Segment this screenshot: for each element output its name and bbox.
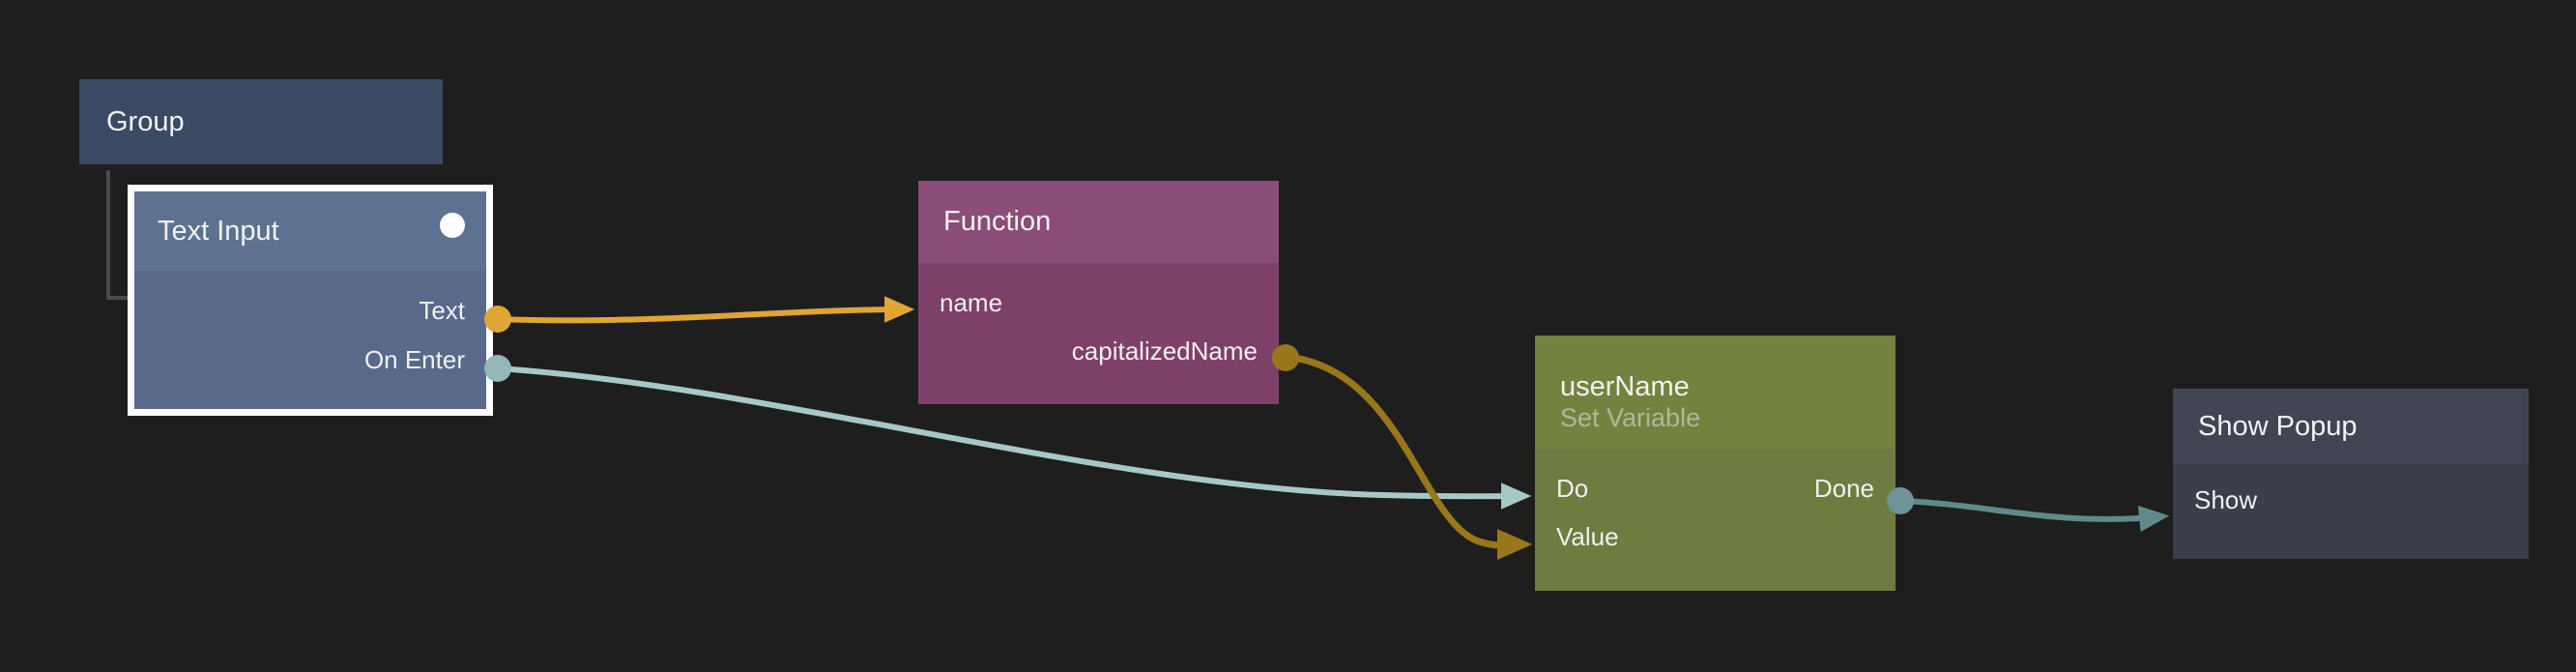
node-text-input-title: Text Input: [158, 215, 279, 247]
node-function-header[interactable]: Function: [918, 181, 1279, 263]
output-port-text-label[interactable]: Text: [419, 296, 465, 325]
node-show-popup-title: Show Popup: [2198, 410, 2358, 442]
node-set-variable-subtitle: Set Variable: [1560, 402, 1701, 432]
node-function-body: name capitalizedName: [918, 263, 1279, 404]
output-port-capitalizedname-label[interactable]: capitalizedName: [1071, 336, 1258, 365]
node-enabled-indicator-dot[interactable]: [440, 213, 465, 238]
wire-capitalizedname-to-value: [1285, 353, 1533, 561]
input-port-value-label[interactable]: Value: [1556, 522, 1619, 551]
node-show-popup-header[interactable]: Show Popup: [2173, 389, 2529, 464]
group-tree-line-horizontal: [106, 296, 137, 300]
wire-done-to-show: [1901, 498, 2170, 533]
node-group-header[interactable]: Group: [79, 79, 443, 164]
node-set-variable-title: userName: [1560, 371, 1690, 403]
node-set-variable-header[interactable]: userName Set Variable: [1535, 336, 1896, 449]
output-port-on-enter-label[interactable]: On Enter: [363, 345, 465, 374]
node-group-title: Group: [106, 105, 185, 137]
node-show-popup[interactable]: Show Popup Show: [2173, 389, 2529, 559]
input-port-show-label[interactable]: Show: [2194, 485, 2258, 514]
node-group[interactable]: Group: [79, 79, 443, 164]
node-show-popup-body: Show: [2173, 464, 2529, 559]
output-port-done-label[interactable]: Done: [1813, 474, 1874, 503]
node-set-variable-body: Do Value Done: [1535, 449, 1896, 591]
node-text-input[interactable]: Text Input Text On Enter: [128, 185, 493, 416]
input-port-name-label[interactable]: name: [940, 288, 1003, 317]
group-tree-line-vertical: [106, 170, 110, 300]
input-port-do-label[interactable]: Do: [1556, 474, 1589, 503]
node-text-input-body: Text On Enter: [134, 213, 486, 409]
node-text-input-header[interactable]: Text Input: [134, 191, 486, 271]
wire-text-to-name: [497, 296, 915, 324]
node-set-variable[interactable]: userName Set Variable Do Value Done: [1535, 336, 1896, 591]
node-function[interactable]: Function name capitalizedName: [918, 181, 1279, 404]
node-function-title: Function: [943, 206, 1052, 238]
